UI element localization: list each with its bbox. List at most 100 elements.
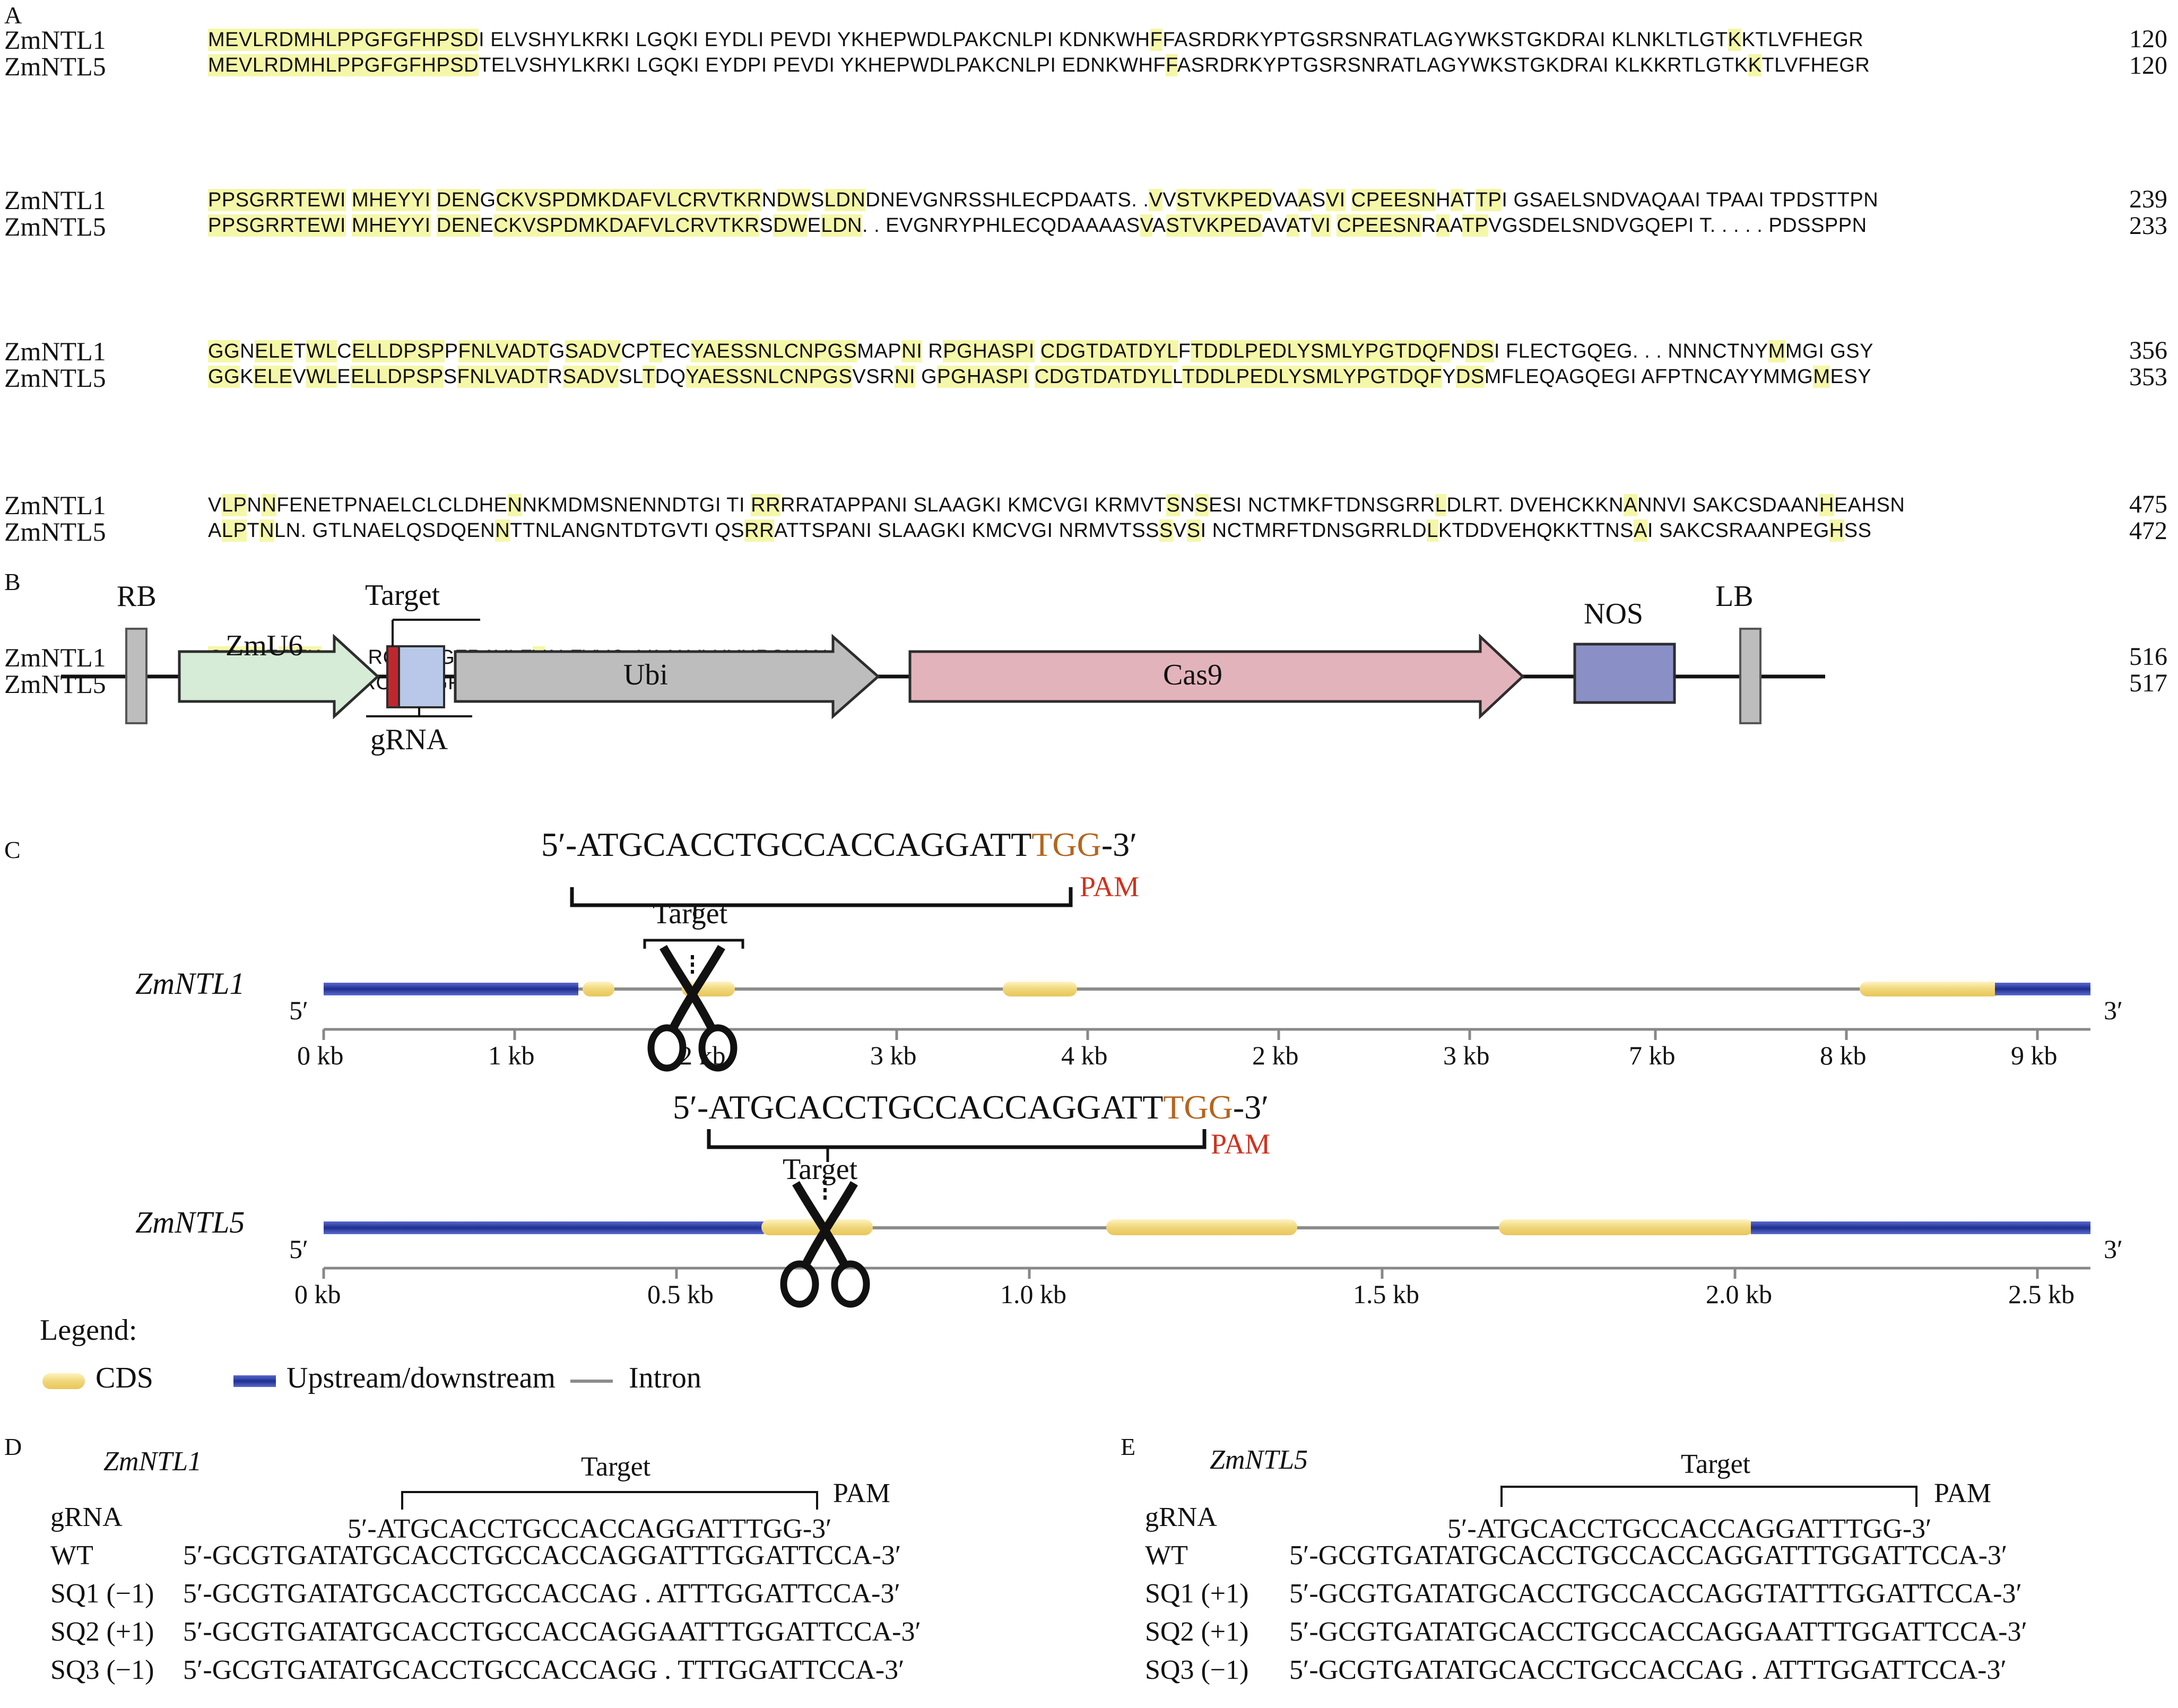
panel-b-label: B [4, 568, 21, 595]
seq-row-ntl1: VLPNNFENETPNAELCLCLDHENNKMDMSNENNDTGI TI… [208, 494, 1905, 516]
row-name: SQ1 (−1) [50, 1579, 154, 1609]
panel-e-pam-label: PAM [1934, 1478, 1991, 1508]
lb-label: LB [1715, 580, 1754, 613]
ntl1-three-prime: 3′ [2104, 995, 2123, 1025]
seq-row-ntl5: MEVLRDMHLPPGFGFHPSDTELVSHYLKRKI LGQKI EY… [208, 54, 1870, 76]
seq-row-ntl1: GGNELETWLCELLDPSPPFNLVADTGSADVCPTECYAESS… [208, 340, 1873, 362]
row-sequence: 5′-ATGCACCTGCCACCAGGATTTGG-3′ [348, 1514, 832, 1544]
ntl5-three-prime: 3′ [2104, 1234, 2123, 1264]
ubi-promoter-arrow [454, 634, 880, 719]
ntl5-pam-bases: TGG [1163, 1088, 1233, 1126]
panel-d-target-label: Target [581, 1452, 651, 1482]
ntl1-scissors-icon [647, 944, 737, 1072]
ntl1-downstream [1995, 983, 2090, 995]
cas9-arrow [908, 634, 1525, 719]
row-name: gRNA [1145, 1502, 1217, 1532]
ntl1-axis-tick-label: 4 kb [1061, 1041, 1108, 1070]
ntl5-axis-tick-label: 1.5 kb [1353, 1279, 1419, 1309]
ntl1-upstream [324, 983, 578, 995]
ntl1-target-label: Target [653, 897, 728, 930]
seq-num-ntl5: 472 [2129, 517, 2167, 545]
row-name: WT [50, 1540, 93, 1571]
rb-label: RB [117, 580, 157, 613]
ntl1-axis-tick-label: 3 kb [1443, 1041, 1490, 1070]
ntl1-axis-tick-label: 0 kb [297, 1041, 344, 1070]
legend-cds-label: CDS [96, 1362, 153, 1394]
grna-label: gRNA [370, 723, 448, 756]
seq-num-ntl5: 353 [2129, 363, 2167, 391]
ntl5-axis-tick-label: 0.5 kb [647, 1279, 714, 1309]
ntl1-pam-bases: TGG [1031, 826, 1101, 863]
row-sequence: 5′-GCGTGATATGCACCTGCCACCAGGATTTGGATTCCA-… [183, 1540, 901, 1571]
seq-num-ntl5: 120 [2129, 51, 2167, 80]
legend-title: Legend: [40, 1314, 137, 1347]
lb-border-box [1739, 628, 1762, 724]
seq-name-ntl1: ZmNTL1 [4, 336, 106, 366]
legend-updown-swatch [233, 1375, 276, 1387]
panel-d-label: D [4, 1433, 22, 1460]
seq-row-ntl5: GGKELEVWLEELLDPSPSFNLVADTRSADVSLTDQYAESS… [208, 366, 1872, 388]
ntl5-gene-label: ZmNTL5 [135, 1205, 245, 1239]
ntl5-downstream [1751, 1221, 2090, 1234]
ntl1-five-prime: 5′ [289, 995, 308, 1025]
seq-name-ntl5: ZmNTL5 [4, 669, 106, 699]
ntl5-cds-3 [1499, 1219, 1754, 1235]
ntl1-axis-tick-label: 7 kb [1629, 1041, 1676, 1070]
seq-name-ntl1: ZmNTL1 [4, 643, 106, 672]
row-name: SQ1 (+1) [1145, 1579, 1249, 1609]
ntl5-axis-tick-label: 2.0 kb [1706, 1279, 1772, 1309]
vector-map [61, 619, 1825, 724]
ntl1-cds-4 [1860, 982, 2000, 996]
row-sequence: 5′-GCGTGATATGCACCTGCCACCAGGAATTTGGATTCCA… [1289, 1617, 2027, 1647]
legend-updown-label: Upstream/downstream [287, 1362, 556, 1394]
ntl5-scissors-icon [780, 1181, 870, 1308]
ntl5-cds-1 [761, 1219, 873, 1235]
seq-name-ntl1: ZmNTL1 [4, 490, 106, 520]
row-name: SQ3 (−1) [1145, 1655, 1249, 1685]
row-name: SQ2 (+1) [1145, 1617, 1249, 1647]
seq-name-ntl5: ZmNTL5 [4, 363, 106, 393]
seq-name-ntl5: ZmNTL5 [4, 517, 106, 547]
row-sequence: 5′-GCGTGATATGCACCTGCCACCAGGATTTGGATTCCA-… [1289, 1540, 2008, 1571]
target-box [386, 645, 400, 708]
row-sequence: 5′-ATGCACCTGCCACCAGGATTTGG-3′ [1447, 1514, 1932, 1544]
grna-box [398, 645, 445, 708]
ntl5-target-sequence: 5′-ATGCACCTGCCACCAGGATTTGG-3′ [673, 1088, 1269, 1126]
ntl1-pam-label: PAM [1080, 871, 1140, 903]
panel-e-target-bracket [1500, 1486, 1917, 1507]
ntl5-pam-label: PAM [1211, 1128, 1271, 1160]
ntl1-gene-label: ZmNTL1 [135, 966, 245, 1001]
panel-e-gene: ZmNTL5 [1210, 1445, 1308, 1475]
target-label-b: Target [365, 579, 440, 612]
seq-name-ntl5: ZmNTL5 [4, 212, 106, 241]
row-sequence: 5′-GCGTGATATGCACCTGCCACCAGGAATTTGGATTCCA… [183, 1617, 921, 1647]
seq-name-ntl1: ZmNTL1 [4, 25, 106, 55]
ntl1-cds-3 [1003, 982, 1077, 996]
panel-a-label: A [4, 2, 22, 29]
rb-border-box [125, 628, 147, 724]
zmu6-label: ZmU6 [225, 629, 303, 662]
seq-num-ntl1: 516 [2129, 643, 2167, 671]
ntl1-axis-tick-label: 2 kb [1252, 1041, 1299, 1070]
panel-e-label: E [1121, 1433, 1136, 1460]
seq-row-ntl5: ALPTNLN. GTLNAELQSDQENNTTNLANGNTDTGVTI Q… [208, 519, 1872, 542]
legend-swatches [42, 1373, 613, 1389]
nos-terminator-box [1573, 643, 1676, 704]
row-sequence: 5′-GCGTGATATGCACCTGCCACCAG . ATTTGGATTCC… [183, 1579, 900, 1609]
seq-row-ntl5: PPSGRRTEWI MHEYYI DENECKVSPDMKDAFVLCRVTK… [208, 214, 1867, 237]
ntl5-cds-2 [1106, 1219, 1297, 1235]
panel-d-pam-label: PAM [833, 1478, 890, 1508]
zmu6-promoter-arrow [178, 634, 380, 719]
ntl5-target-label: Target [783, 1153, 858, 1186]
ntl1-cds-1 [583, 982, 614, 996]
row-sequence: 5′-GCGTGATATGCACCTGCCACCAGG . TTTGGATTCC… [183, 1655, 905, 1685]
row-name: gRNA [50, 1502, 123, 1532]
seq-num-ntl1: 475 [2129, 490, 2167, 518]
ntl5-axis-tick-label: 1.0 kb [1000, 1279, 1066, 1309]
seq-num-ntl1: 356 [2129, 336, 2167, 365]
legend-intron-label: Intron [629, 1362, 701, 1394]
seq-row-ntl1: PPSGRRTEWI MHEYYI DENGCKVSPDMKDAFVLCRVTK… [208, 189, 1879, 211]
ntl1-axis-tick-label: 8 kb [1820, 1041, 1867, 1070]
panel-e-target-label: Target [1681, 1449, 1751, 1479]
seq-name-ntl5: ZmNTL5 [4, 51, 106, 81]
